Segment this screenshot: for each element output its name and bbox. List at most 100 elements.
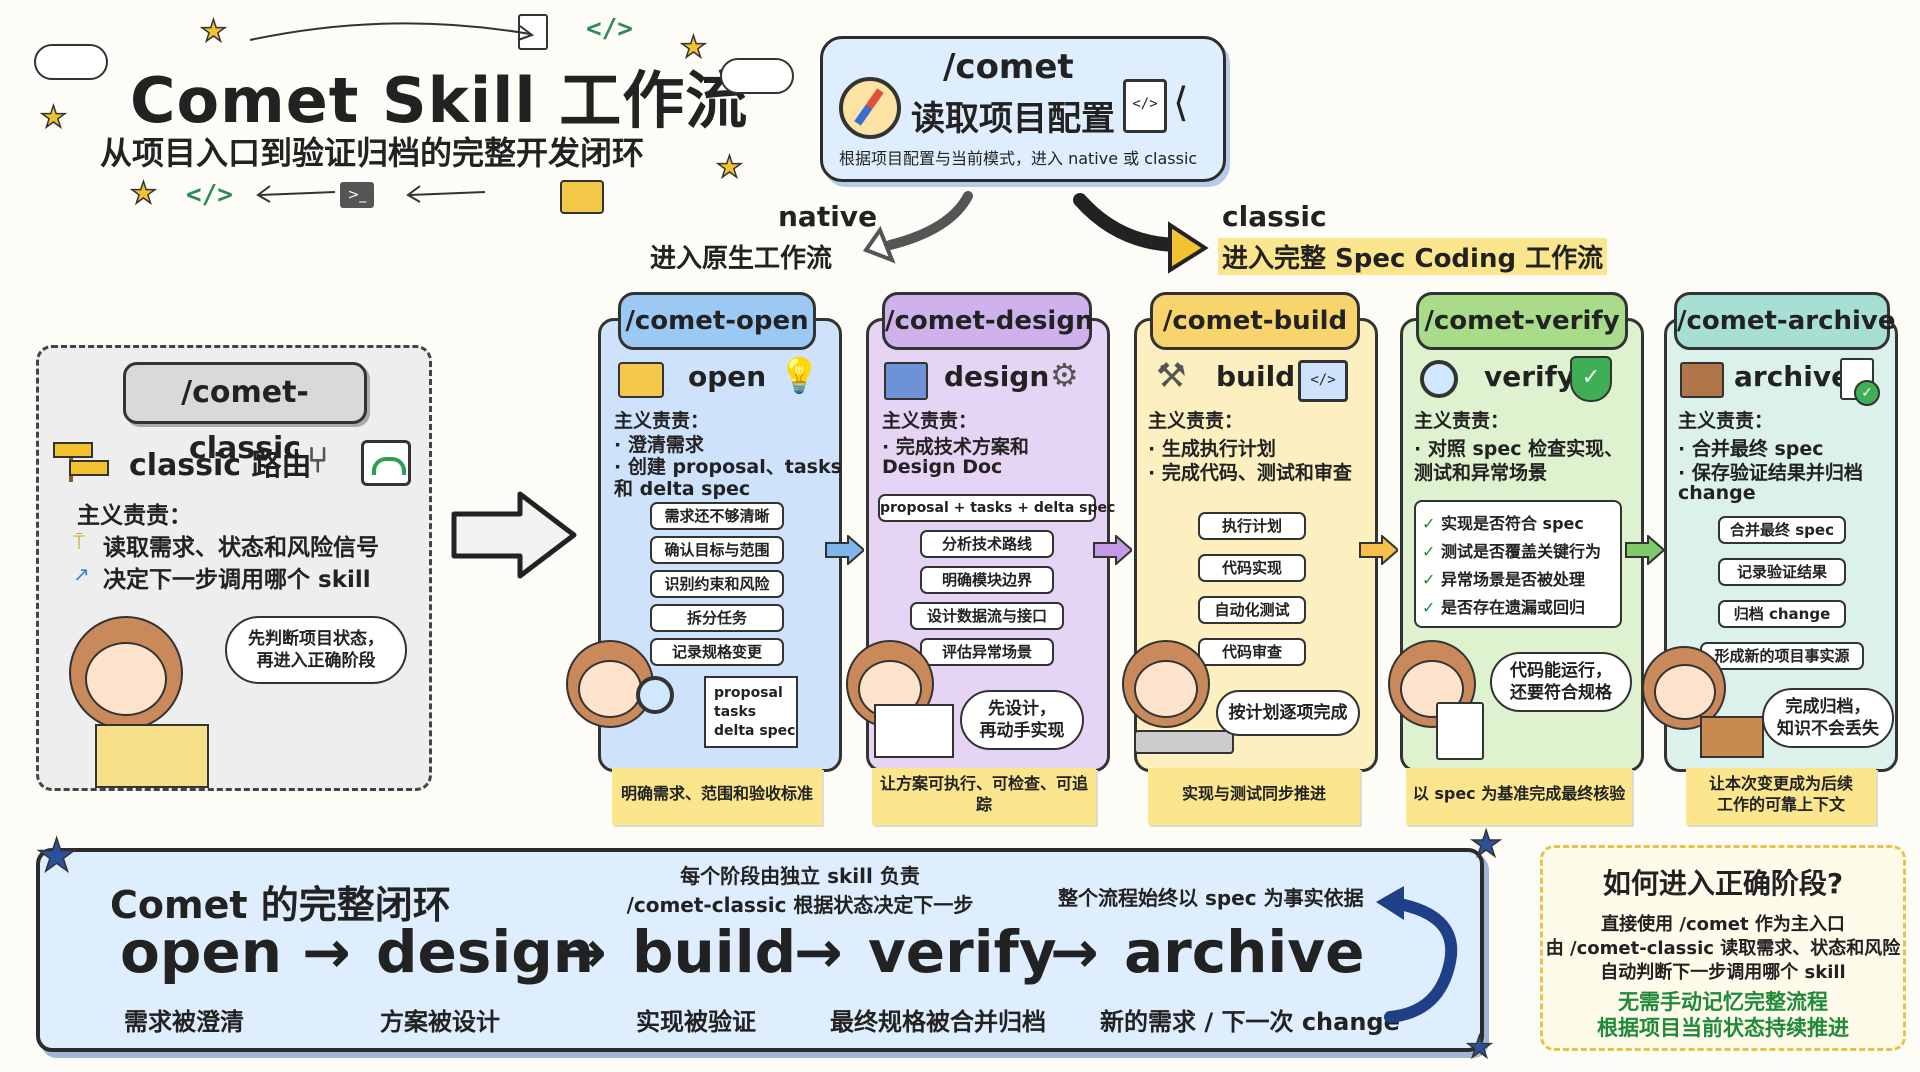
resp-label: 主义责责： (1148, 410, 1244, 432)
step-item: 确认目标与范围 (650, 536, 784, 564)
phase-tab-open[interactable]: /comet-open (618, 292, 816, 350)
check-icon: ✓ (1422, 598, 1436, 617)
loop-back-arrow (1376, 886, 1458, 1023)
cat-mascot (566, 640, 654, 728)
loop-note-top: 每个阶段由独立 skill 负责 /comet-classic 根据状态决定下一… (626, 864, 974, 917)
phase-tab-design[interactable]: /comet-design (882, 292, 1093, 350)
star-icon: ★ (1469, 823, 1503, 866)
resp-label: 主义责责： (614, 410, 710, 432)
howto-highlight: 根据项目当前状态持续推进 (1597, 1016, 1849, 1040)
step-item: 执行计划 (1198, 512, 1306, 540)
shield-check-icon: ✓ (1570, 356, 1612, 402)
step-item: 归档 change (1718, 600, 1846, 628)
loop-result: 新的需求 / 下一次 change (1100, 1008, 1400, 1036)
step-item: 形成新的项目事实源 (1700, 642, 1864, 670)
verify-speech-bubble: 代码能运行， 还要符合规格 (1490, 652, 1632, 712)
howto-line: 自动判断下一步调用哪个 skill (1600, 962, 1846, 983)
resp-line: · 创建 proposal、tasks (614, 456, 842, 478)
archive-speech-bubble: 完成归档， 知识不会丢失 (1762, 688, 1894, 748)
loop-step-verify: verify (868, 918, 1057, 986)
comet-loop-panel: Comet 的完整闭环 每个阶段由独立 skill 负责 /comet-clas… (36, 848, 1484, 1052)
phase-name-build: build (1216, 360, 1296, 393)
code-icon: </> (186, 180, 233, 210)
branch-icon: ⟨ (1173, 80, 1189, 126)
ruler-gear-icon: ⚙ (1050, 356, 1079, 394)
big-arrow (451, 491, 577, 579)
loop-step-build: build (632, 918, 797, 986)
entry-description: 根据项目配置与当前模式，进入 native 或 classic (839, 149, 1198, 168)
phase-tab-build[interactable]: /comet-build (1150, 292, 1360, 350)
check-icon: ✓ (1422, 514, 1436, 533)
phase-arrow (1359, 535, 1398, 565)
decorative-arrow (406, 185, 486, 203)
route-icon: ↗ (73, 562, 90, 586)
spec-document: proposal tasks delta spec (704, 676, 798, 748)
howto-panel: 如何进入正确阶段? 直接使用 /comet 作为主入口 由 /comet-cla… (1540, 845, 1906, 1051)
step-item: 设计数据流与接口 (910, 602, 1064, 630)
phase-name-open: open (688, 360, 767, 393)
resp-line: · 对照 spec 检查实现、 (1414, 438, 1624, 460)
magnifier-icon (1420, 360, 1458, 398)
compass-icon (839, 77, 901, 139)
phase-name-archive: archive (1734, 360, 1851, 393)
loop-result: 方案被设计 (380, 1008, 500, 1036)
resp-line: · 生成执行计划 (1148, 438, 1276, 460)
step-item: 自动化测试 (1198, 596, 1306, 624)
star-icon: ★ (199, 13, 227, 50)
resp-label: 主义责责： (882, 410, 978, 432)
design-speech-bubble: 先设计， 再动手实现 (960, 690, 1084, 750)
verify-checklist: ✓ 实现是否符合 spec ✓ 测试是否覆盖关键行为 ✓ 异常场景是否被处理 ✓… (1414, 500, 1622, 628)
resp-label: 主义责责： (1678, 410, 1774, 432)
cloud-icon (34, 44, 108, 80)
howto-title: 如何进入正确阶段? (1602, 867, 1844, 900)
loop-result: 实现被验证 (636, 1008, 756, 1036)
step-item: 代码实现 (1198, 554, 1306, 582)
classic-label: classic (1222, 200, 1327, 233)
arrow-right-icon: → (302, 918, 351, 986)
cat-mascot (1122, 640, 1210, 728)
entry-name: 读取项目配置 (911, 99, 1115, 139)
step-item: 合并最终 spec (1718, 516, 1846, 544)
step-item: 代码审查 (1198, 638, 1306, 666)
entry-card: /comet 读取项目配置 </> ⟨ 根据项目配置与当前模式，进入 nativ… (820, 36, 1226, 182)
clipboard-icon (1436, 702, 1484, 760)
signpost-small-icon: ⍑ (73, 530, 85, 554)
resp-line: change (1678, 482, 1756, 504)
star-icon: ★ (715, 149, 743, 186)
magnifier-icon (636, 676, 674, 714)
loop-result: 需求被澄清 (124, 1008, 244, 1036)
phase-tab-archive[interactable]: /comet-archive (1674, 292, 1896, 350)
folder-icon (618, 362, 664, 398)
native-sub: 进入原生工作流 (650, 244, 833, 274)
arrow-right-icon: → (558, 918, 607, 986)
phase-arrow (1093, 535, 1132, 565)
code-icon: </> (586, 14, 633, 44)
star-icon: ★ (39, 99, 67, 136)
step-item: 分析技术路线 (920, 530, 1054, 558)
star-icon: ★ (679, 29, 707, 66)
howto-highlight: 无需手动记忆完整流程 (1618, 990, 1828, 1014)
phase-note-open: 明确需求、范围和验收标准 (612, 768, 822, 825)
howto-line: 直接使用 /comet 作为主入口 (1601, 914, 1845, 935)
fork-icon: ⑂ (307, 440, 329, 481)
phase-note-verify: 以 spec 为基准完成最终核验 (1406, 768, 1632, 825)
resp-line: 和 delta spec (614, 478, 751, 500)
keyboard-icon (1134, 730, 1234, 754)
step-item: 需求还不够清晰 (650, 502, 784, 530)
classic-arrow (1073, 193, 1209, 274)
classic-panel: /comet-classic classic 路由 ⑂ 主义责责： ⍑ 读取需求… (36, 345, 432, 791)
page-title: Comet Skill 工作流 (130, 64, 749, 137)
classic-resp-label: 主义责责： (77, 503, 192, 529)
phase-note-archive: 让本次变更成为后续 工作的可靠上下文 (1686, 768, 1876, 825)
decorative-arrow (256, 185, 336, 203)
resp-label: 主义责责： (1414, 410, 1510, 432)
phase-tab-verify[interactable]: /comet-verify (1416, 292, 1628, 350)
resp-line: Design Doc (882, 456, 1003, 478)
map-icon (95, 724, 209, 788)
classic-heading: classic 路由 (129, 448, 312, 483)
check-icon: ✓ (1422, 542, 1436, 561)
step-item: 明确模块边界 (920, 566, 1054, 594)
code-window-icon: </> (1298, 360, 1348, 402)
archive-box-icon (1680, 362, 1724, 398)
lightbulb-icon: 💡 (778, 356, 821, 396)
